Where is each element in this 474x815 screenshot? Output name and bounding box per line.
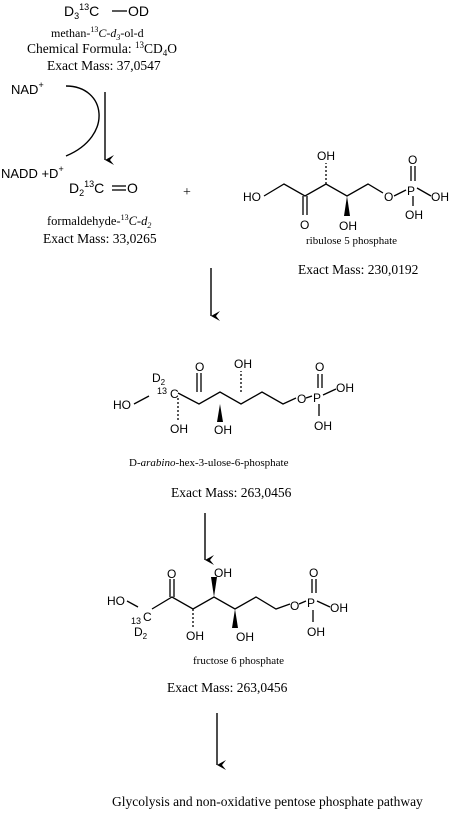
formaldehyde-structure: D213C O <box>69 179 138 198</box>
svg-text:O: O <box>195 360 204 374</box>
methanol-structure: D313C OD <box>64 2 149 21</box>
svg-text:OH: OH <box>314 419 332 433</box>
svg-text:OH: OH <box>186 629 204 643</box>
svg-text:OH: OH <box>236 630 254 644</box>
svg-text:HO: HO <box>107 594 125 608</box>
fructose-name: fructose 6 phosphate <box>193 655 284 667</box>
svg-text:OH: OH <box>214 566 232 580</box>
ribulose-5-phosphate-structure: HO O OH OH O P O OH OH <box>243 149 449 233</box>
svg-text:OH: OH <box>405 208 423 222</box>
nad-cofactor-arc <box>65 85 100 157</box>
ribulose-name: ribulose 5 phosphate <box>306 235 397 247</box>
svg-text:O: O <box>290 599 299 613</box>
svg-text:O: O <box>297 392 306 406</box>
svg-text:O: O <box>300 218 309 232</box>
methanol-exact-mass: Exact Mass: 37,0547 <box>47 58 161 73</box>
svg-text:D2: D2 <box>134 625 148 641</box>
svg-text:OH: OH <box>317 149 335 163</box>
methanol-13-sup: 13 <box>79 2 89 12</box>
svg-text:P: P <box>307 596 315 610</box>
svg-text:OH: OH <box>336 381 354 395</box>
ribulose-exact-mass: Exact Mass: 230,0192 <box>298 262 418 277</box>
svg-text:OH: OH <box>431 190 449 204</box>
svg-text:O: O <box>384 190 393 204</box>
formaldehyde-name: formaldehyde-13C-d2 <box>47 213 151 230</box>
svg-text:13: 13 <box>157 386 167 396</box>
svg-text:OH: OH <box>234 357 252 371</box>
svg-text:P: P <box>407 184 415 198</box>
methanol-c: C <box>89 3 99 19</box>
svg-text:O: O <box>309 566 318 580</box>
svg-text:13: 13 <box>131 616 141 626</box>
svg-text:OH: OH <box>339 219 357 233</box>
svg-text:O: O <box>315 360 324 374</box>
final-pathway-label: Glycolysis and non-oxidative pentose pho… <box>112 794 423 809</box>
methanol-chemical-formula: Chemical Formula: 13CD4O <box>27 40 177 58</box>
svg-text:OH: OH <box>214 423 232 437</box>
nadd-label: NADD +D+ <box>1 164 64 181</box>
methanol-name: methan-13C-d3-ol-d <box>51 25 144 42</box>
svg-text:D213C: D213C <box>69 179 104 198</box>
formaldehyde-exact-mass: Exact Mass: 33,0265 <box>43 231 157 246</box>
methanol-d-sub: 3 <box>74 11 79 21</box>
svg-text:C: C <box>170 387 179 401</box>
svg-text:OH: OH <box>330 601 348 615</box>
hexulose-6-phosphate-structure: D2 13 C HO O OH OH OH O P O OH OH <box>113 357 354 437</box>
nad-label: NAD+ <box>11 80 44 97</box>
methanol-d: D <box>64 3 74 19</box>
svg-text:HO: HO <box>243 190 261 204</box>
svg-text:C: C <box>143 610 152 624</box>
hexulose-exact-mass: Exact Mass: 263,0456 <box>171 485 292 500</box>
svg-text:P: P <box>313 391 321 405</box>
svg-text:OH: OH <box>307 625 325 639</box>
hexulose-name: D-arabino-hex-3-ulose-6-phosphate <box>129 457 289 469</box>
svg-text:D313C: D313C <box>64 2 99 21</box>
svg-text:O: O <box>167 567 176 581</box>
fructose-exact-mass: Exact Mass: 263,0456 <box>167 680 288 695</box>
methanol-od: OD <box>128 3 149 19</box>
formaldehyde-o: O <box>127 180 138 196</box>
svg-text:OH: OH <box>170 422 188 436</box>
svg-text:HO: HO <box>113 398 131 412</box>
svg-text:D2: D2 <box>152 371 166 387</box>
plus-sign: + <box>183 185 191 200</box>
svg-text:O: O <box>408 153 417 167</box>
fructose-6-phosphate-structure: HO 13 C D2 O OH OH OH O P O OH OH <box>107 566 348 644</box>
